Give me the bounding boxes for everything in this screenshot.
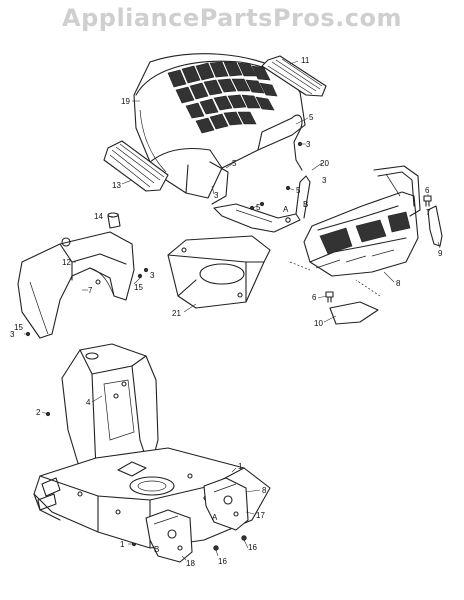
hood-vent-grille bbox=[167, 61, 278, 134]
side-grille-11 bbox=[261, 55, 327, 97]
callout-label: 3 bbox=[150, 271, 155, 280]
callout-label: 7 bbox=[426, 208, 431, 217]
hood-hinge-bracket-20 bbox=[213, 175, 311, 233]
hood-bracket-5 bbox=[209, 161, 229, 205]
trim-strip-9 bbox=[427, 205, 443, 247]
callout-label: A bbox=[212, 513, 218, 522]
callout-label: 8 bbox=[262, 486, 267, 495]
callout-label: 3 bbox=[10, 330, 15, 339]
callout-label: 1 bbox=[238, 462, 243, 471]
callout-label: B bbox=[154, 545, 159, 554]
callout-label: 15 bbox=[14, 323, 23, 332]
chassis-frame bbox=[33, 343, 271, 549]
axle-bracket-18 bbox=[145, 509, 193, 563]
callout-label: 11 bbox=[301, 56, 310, 65]
grille-bracket-7 bbox=[373, 165, 421, 217]
callout-label: 5 bbox=[296, 186, 301, 195]
callout-label: 8 bbox=[396, 279, 401, 288]
dash-panel-21 bbox=[167, 235, 271, 309]
callout-label: 5 bbox=[232, 159, 237, 168]
side-grille-13 bbox=[103, 140, 169, 192]
callout-label: 13 bbox=[112, 181, 121, 190]
bolt-6b bbox=[325, 291, 334, 303]
callout-label: 15 bbox=[134, 283, 143, 292]
callout-label: 10 bbox=[314, 319, 323, 328]
callout-label: 3 bbox=[306, 140, 311, 149]
callout-label: 12 bbox=[62, 258, 71, 267]
callout-label: 20 bbox=[320, 159, 329, 168]
callout-label: 18 bbox=[186, 559, 195, 568]
callout-label: 9 bbox=[438, 249, 443, 258]
callout-label: 5 bbox=[256, 203, 261, 212]
callout-label: 6 bbox=[425, 186, 430, 195]
callout-label: 2 bbox=[36, 408, 41, 417]
callout-label: 3 bbox=[214, 191, 219, 200]
fender-12 bbox=[17, 231, 135, 339]
callout-label: 19 bbox=[121, 97, 130, 106]
callout-label: 1 bbox=[120, 540, 125, 549]
knob-14 bbox=[107, 212, 121, 229]
callout-label: 5 bbox=[309, 113, 314, 122]
site-watermark: AppliancePartsPros.com bbox=[62, 4, 402, 32]
callout-label: 6 bbox=[312, 293, 317, 302]
callout-label: 14 bbox=[94, 212, 103, 221]
leader-lines bbox=[24, 60, 441, 561]
callout-label: 7 bbox=[88, 286, 93, 295]
callout-label: 16 bbox=[218, 557, 227, 566]
front-grille-8 bbox=[303, 191, 419, 277]
callout-label: 17 bbox=[256, 511, 265, 520]
callout-label: 16 bbox=[248, 543, 257, 552]
bolt-6a bbox=[423, 195, 432, 207]
lens-10 bbox=[329, 301, 379, 325]
axle-bracket-17 bbox=[203, 477, 249, 531]
callout-label: A bbox=[283, 205, 289, 214]
callout-label: 4 bbox=[86, 398, 91, 407]
callout-label: B bbox=[303, 200, 308, 209]
callout-labels: 11 19 5 13 3 5 20 3 5 3 A B 5 6 7 9 14 1… bbox=[10, 56, 443, 568]
callout-label: 3 bbox=[322, 176, 327, 185]
callout-label: 21 bbox=[172, 309, 181, 318]
alignment-line bbox=[289, 261, 381, 297]
